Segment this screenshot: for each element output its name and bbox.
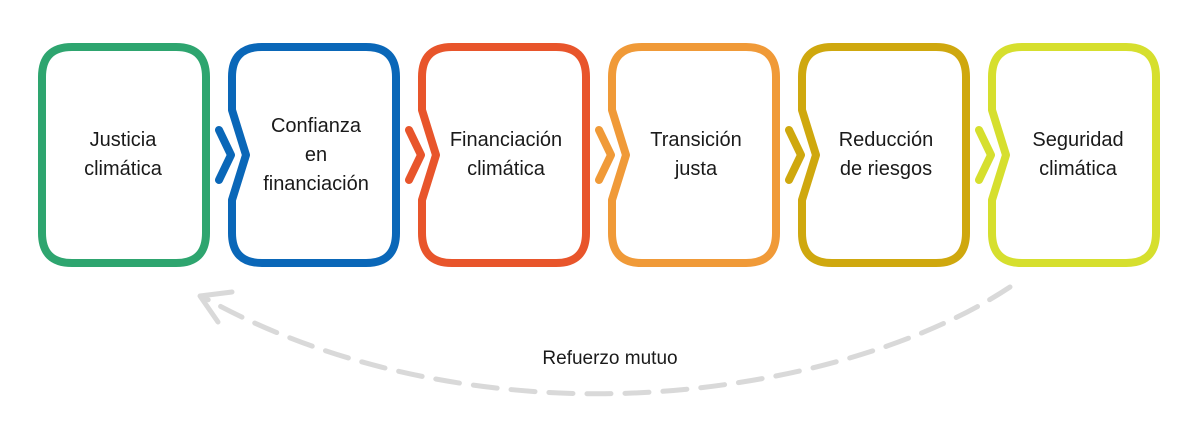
chevron-connector-4: [785, 126, 805, 184]
feedback-arrow-curve: [202, 284, 1013, 397]
stage-label-transicion: Transición justa: [650, 129, 742, 180]
stage-box-reduccion: [798, 43, 970, 267]
chevron-connector-5: [975, 126, 995, 184]
stage-label-seguridad: Seguridad climática: [1032, 129, 1124, 180]
stage-box-justicia-climatica: [38, 43, 210, 267]
stage-label-financiacion: Financiación climática: [449, 129, 563, 180]
stage-label-justicia-climatica: Justicia climática: [84, 129, 162, 180]
chevron-connector-3: [595, 126, 615, 184]
chevron-connector-1: [215, 126, 235, 184]
stage-label-reduccion: Reducción de riesgos: [838, 129, 934, 180]
stage-box-confianza: [228, 43, 400, 267]
stage-label-confianza: Confianza en financiación: [263, 114, 369, 195]
feedback-arrowhead-icon: [197, 289, 235, 325]
chevron-connector-2: [405, 126, 425, 184]
stage-box-seguridad: [988, 43, 1160, 267]
stage-box-transicion: [608, 43, 780, 267]
stage-box-financiacion: [418, 43, 590, 267]
feedback-label: Refuerzo mutuo: [542, 348, 678, 369]
